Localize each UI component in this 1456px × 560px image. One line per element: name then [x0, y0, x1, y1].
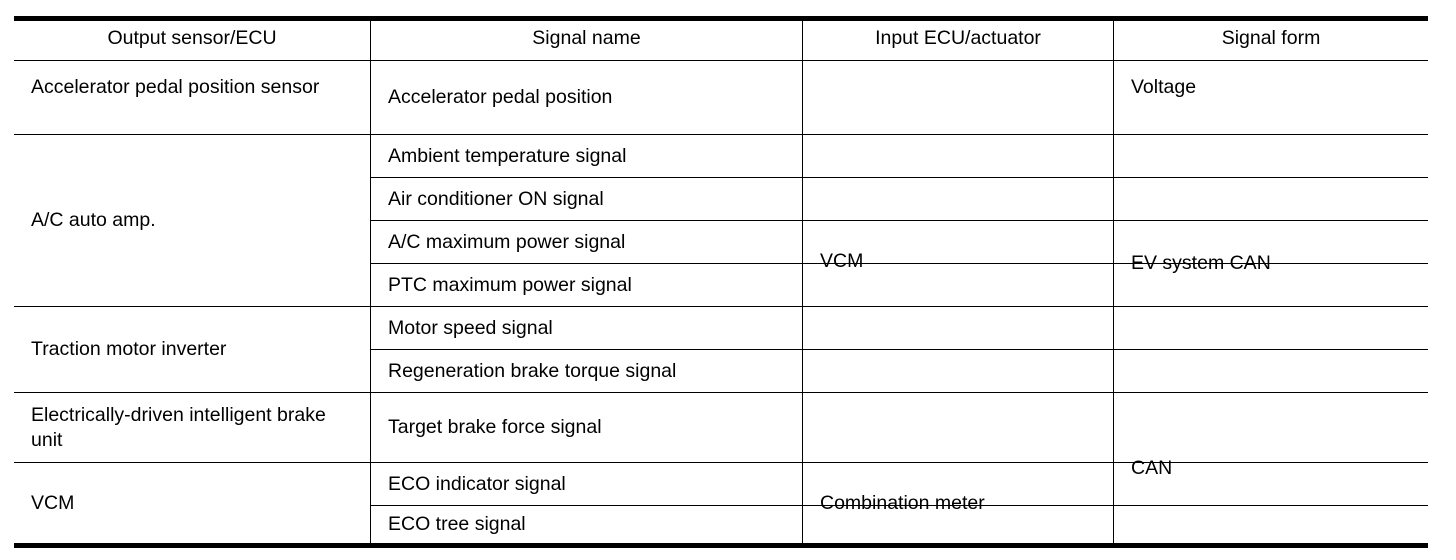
- signal-name-ptc-maximum-power-signal: PTC maximum power signal: [388, 273, 632, 296]
- input-target-vcm: VCM: [820, 250, 864, 272]
- signal-name-ac-maximum-power-signal: A/C maximum power signal: [388, 230, 626, 253]
- signal-name-motor-speed-signal: Motor speed signal: [388, 316, 553, 339]
- col-divider-1: [370, 16, 371, 543]
- table-top-border: [14, 16, 1428, 21]
- row-rule-3: [370, 220, 1428, 221]
- row-rule-5: [14, 306, 1428, 307]
- signal-name-regeneration-brake-torque-signal: Regeneration brake torque signal: [388, 359, 677, 382]
- header-signal-name: Signal name: [532, 26, 641, 49]
- row-rule-4: [370, 263, 1428, 264]
- col-divider-3: [1113, 16, 1114, 543]
- col-divider-2: [802, 16, 803, 543]
- signal-routing-table: Output sensor/ECU Signal name Input ECU/…: [14, 16, 1428, 548]
- output-source-traction-motor-inverter: Traction motor inverter: [31, 338, 227, 360]
- header-output-sensor-ecu: Output sensor/ECU: [107, 26, 277, 49]
- signal-name-target-brake-force-signal: Target brake force signal: [388, 416, 602, 438]
- row-rule-9: [370, 505, 1428, 506]
- signal-name-ambient-temperature-signal: Ambient temperature signal: [388, 144, 627, 167]
- signal-form-voltage: Voltage: [1131, 76, 1197, 98]
- row-rule-2: [370, 177, 1428, 178]
- output-source-electrically-driven-intelligent-brake-unit: Electrically-driven intelligent brake un…: [31, 403, 326, 451]
- row-rule-8: [14, 462, 1428, 463]
- signal-name-air-conditioner-on-signal: Air conditioner ON signal: [388, 187, 604, 210]
- header-bottom-rule: [14, 60, 1428, 61]
- output-source-accelerator-pedal-position-sensor: Accelerator pedal position sensor: [31, 76, 320, 98]
- row-rule-1: [14, 134, 1428, 135]
- signal-form-ev-system-can: EV system CAN: [1131, 252, 1271, 274]
- header-input-ecu-actuator: Input ECU/actuator: [875, 26, 1041, 49]
- signal-name-eco-indicator-signal: ECO indicator signal: [388, 472, 566, 495]
- signal-name-eco-tree-signal: ECO tree signal: [388, 513, 526, 535]
- row-rule-6: [370, 349, 1428, 350]
- output-source-ac-auto-amp: A/C auto amp.: [31, 209, 156, 231]
- output-source-vcm: VCM: [31, 491, 75, 514]
- header-signal-form: Signal form: [1221, 26, 1321, 49]
- signal-form-can: CAN: [1131, 456, 1173, 479]
- table-bottom-border: [14, 543, 1428, 548]
- input-target-combination-meter: Combination meter: [820, 491, 985, 514]
- signal-name-accelerator-pedal-position: Accelerator pedal position: [388, 86, 613, 108]
- row-rule-7: [14, 392, 1428, 393]
